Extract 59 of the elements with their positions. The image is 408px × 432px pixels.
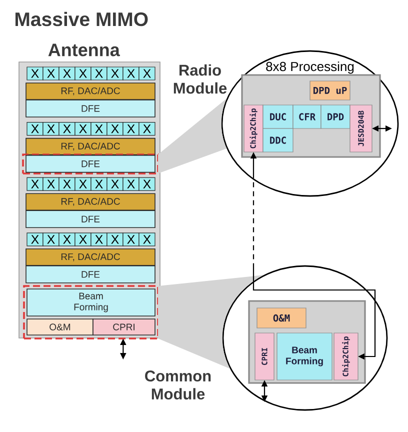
antenna-cell: X [106, 232, 124, 246]
antenna-cell: X [138, 122, 156, 136]
function-block: DFE [26, 210, 156, 228]
antenna-cell: X [74, 177, 92, 191]
chip-block: DPD uP [310, 80, 350, 100]
function-block: RF, DAC/ADC [26, 248, 156, 266]
module-label: Radio Module [174, 64, 227, 94]
antenna-cell: X [58, 66, 76, 80]
antenna-cell: X [26, 122, 44, 136]
chip-block: DUC [262, 104, 294, 129]
antenna-cell: X [26, 177, 44, 191]
antenna-cell: X [138, 66, 156, 80]
antenna-cell: X [122, 66, 140, 80]
function-block: CPRI [92, 318, 156, 336]
chip-block: Beam Forming [276, 332, 332, 380]
function-block: RF, DAC/ADC [26, 138, 156, 156]
antenna-cell: X [90, 66, 108, 80]
antenna-cell: X [138, 177, 156, 191]
antenna-cell: X [106, 122, 124, 136]
antenna-cell: X [42, 232, 60, 246]
highlight-frame [23, 285, 159, 340]
antenna-cell: X [122, 122, 140, 136]
function-block: Beam Forming [26, 288, 156, 316]
zoom-wedge [158, 98, 227, 174]
antenna-cell: X [90, 177, 108, 191]
highlight-frame [22, 154, 159, 174]
chip-block: CFR [292, 104, 322, 129]
function-block: O&M [26, 318, 94, 336]
panel-heading: Antenna [48, 44, 120, 56]
chip-block: DPD [320, 104, 350, 129]
antenna-cell: X [42, 66, 60, 80]
antenna-cell: X [106, 66, 124, 80]
antenna-cell: X [74, 66, 92, 80]
antenna-cell: X [90, 232, 108, 246]
chip-block: O&M [256, 308, 306, 328]
antenna-cell: X [42, 177, 60, 191]
antenna-cell: X [74, 232, 92, 246]
chip-block: DDC [262, 128, 294, 152]
antenna-cell: X [58, 122, 76, 136]
module-label: Common Module [145, 370, 211, 400]
antenna-cell: X [138, 232, 156, 246]
antenna-cell: X [122, 232, 140, 246]
antenna-cell: X [90, 122, 108, 136]
function-block: DFE [26, 154, 156, 173]
antenna-cell: X [26, 66, 44, 80]
antenna-cell: X [42, 122, 60, 136]
title: Massive MIMO [16, 12, 148, 26]
antenna-cell: X [58, 177, 76, 191]
antenna-cell: X [122, 177, 140, 191]
function-block: DFE [26, 100, 156, 118]
function-block: RF, DAC/ADC [26, 82, 156, 100]
circle-heading: 8x8 Processing [266, 62, 354, 74]
function-block: DFE [26, 266, 156, 284]
zoom-wedge [158, 275, 264, 369]
antenna-cell: X [74, 122, 92, 136]
antenna-cell: X [26, 232, 44, 246]
function-block: RF, DAC/ADC [26, 193, 156, 210]
antenna-cell: X [58, 232, 76, 246]
antenna-cell: X [106, 177, 124, 191]
